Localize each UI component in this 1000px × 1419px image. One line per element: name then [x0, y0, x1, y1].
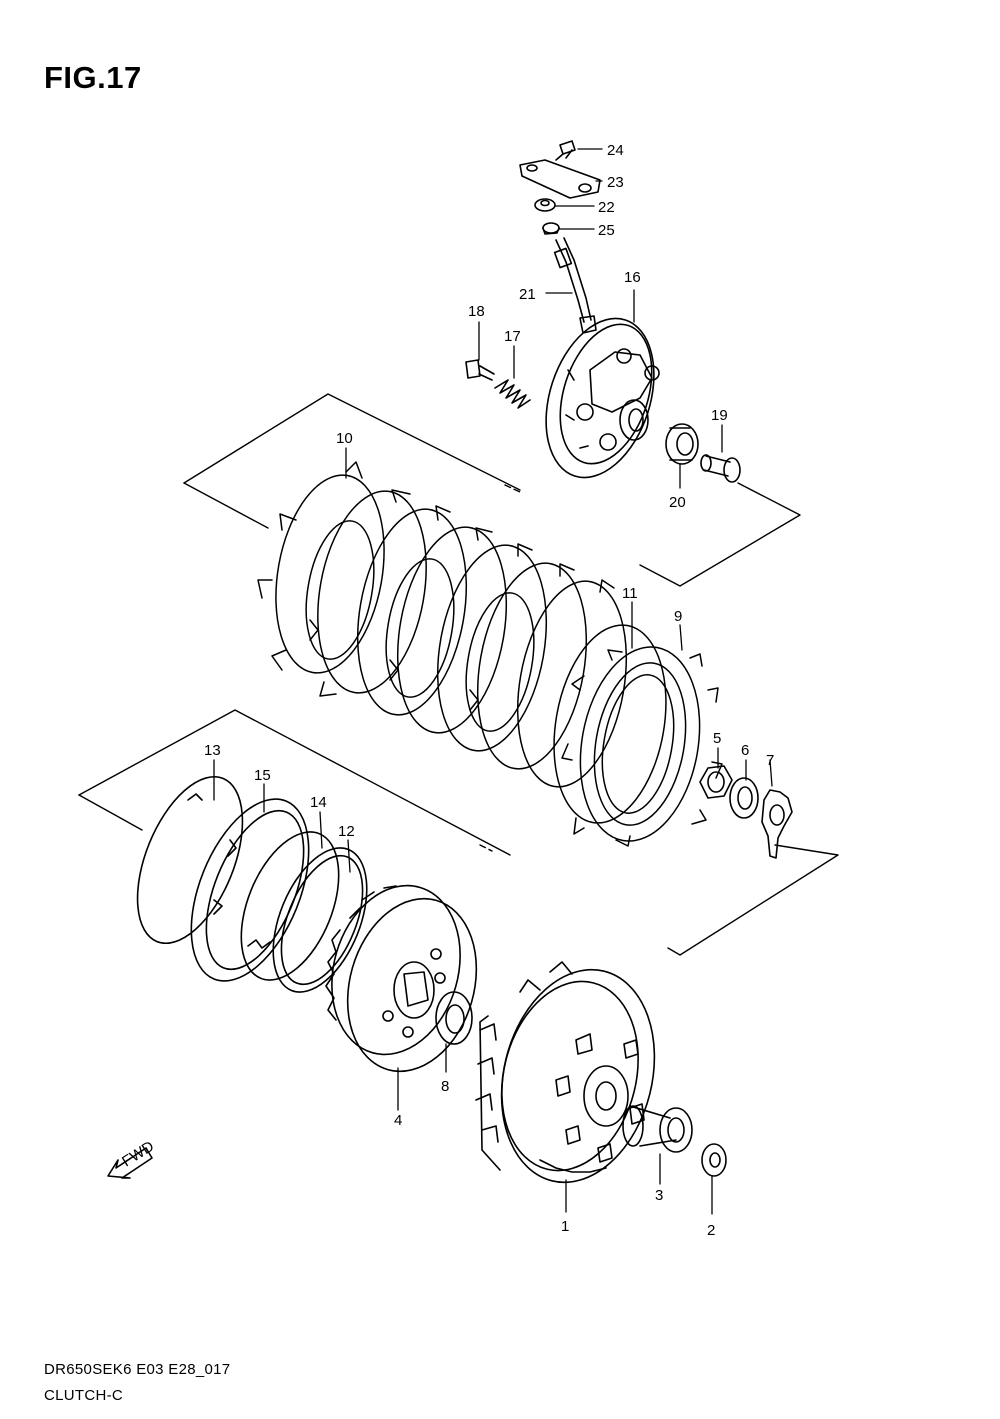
spring-bolt [465, 359, 495, 381]
thrust-washer [435, 991, 473, 1045]
wave-washer-seat [136, 775, 244, 945]
callout-13: 13 [204, 742, 221, 759]
callout-2: 2 [707, 1222, 715, 1239]
hub-nut [699, 765, 733, 799]
callout-18: 18 [468, 303, 485, 320]
callout-20: 20 [669, 494, 686, 511]
callout-11: 11 [622, 585, 638, 602]
callout-19: 19 [711, 407, 728, 424]
release-pin [700, 454, 741, 483]
callout-1: 1 [561, 1218, 569, 1235]
callout-8: 8 [441, 1078, 449, 1095]
callout-3: 3 [655, 1187, 663, 1204]
release-bearing [665, 423, 699, 465]
spring-washer [729, 777, 759, 819]
section-name: CLUTCH-C [44, 1387, 124, 1404]
spacer-sleeve [622, 1105, 693, 1153]
forward-direction-arrow: FWD [107, 1138, 157, 1179]
callout-25: 25 [598, 222, 615, 239]
callout-22: 22 [598, 199, 615, 216]
callout-17: 17 [504, 328, 521, 345]
assembly-frame-upper [183, 393, 801, 587]
callout-23: 23 [607, 174, 624, 191]
callout-leaders [213, 148, 773, 1215]
callout-16: 16 [624, 269, 641, 286]
callout-12: 12 [338, 823, 355, 840]
callout-4: 4 [394, 1112, 402, 1129]
assembly-frame-lower [78, 709, 839, 956]
figure-title: FIG.17 [44, 60, 142, 95]
callout-6: 6 [741, 742, 749, 759]
model-code: DR650SEK6 E03 E28_017 [44, 1361, 231, 1378]
callout-21: 21 [519, 286, 536, 303]
judder-spring [240, 831, 340, 981]
spacer-washer [701, 1143, 727, 1177]
pressure-spring [494, 379, 531, 409]
primary-driven-gear-assembly [475, 961, 656, 1184]
callout-15: 15 [254, 767, 271, 784]
clutch-plate-stack [257, 461, 723, 847]
callout-24: 24 [607, 142, 624, 159]
sleeve-hub [325, 884, 478, 1073]
lock-washer [761, 789, 793, 859]
callout-14: 14 [310, 794, 327, 811]
callout-5: 5 [713, 730, 721, 747]
release-lever-assembly [519, 140, 601, 334]
judder-spring-seat [190, 798, 310, 982]
pressure-plate [545, 317, 660, 479]
callout-10: 10 [336, 430, 353, 447]
callout-9: 9 [674, 608, 682, 625]
callout-numbers: 24 23 22 25 21 16 18 17 19 20 10 11 9 5 … [204, 142, 774, 1239]
callout-7: 7 [766, 752, 774, 769]
